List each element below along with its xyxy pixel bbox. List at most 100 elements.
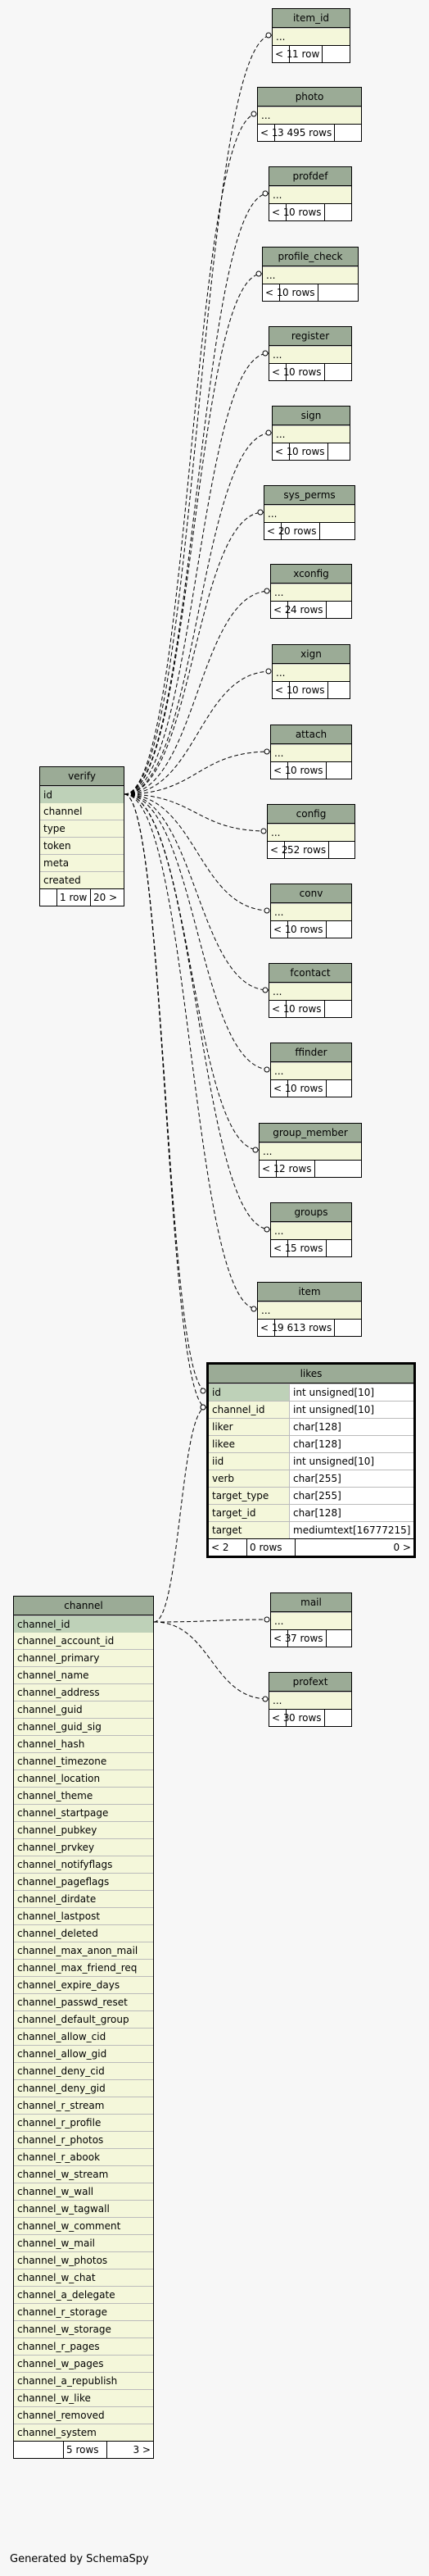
table-title: item_id: [273, 9, 350, 28]
row-count: 0 rows: [290, 443, 328, 460]
column-placeholder: ...: [269, 983, 351, 1000]
row-count: 0 rows: [247, 1539, 296, 1556]
column-placeholder: ...: [269, 186, 351, 203]
child-count: [329, 842, 354, 858]
column-channel-w-comment: channel_w_comment: [14, 2217, 153, 2234]
edge-verify-ffinder: [124, 793, 271, 1070]
edge-verify-xconfig-endpoint: [264, 588, 270, 594]
primary-key-column: channel_id: [14, 1615, 153, 1633]
column-channel-guid: channel_guid: [14, 1701, 153, 1718]
column-placeholder: ...: [273, 664, 350, 681]
column-type: mediumtext[16777215]: [289, 1521, 413, 1538]
column-placeholder: ...: [271, 1062, 351, 1079]
row-count: 5 rows: [64, 2442, 107, 2458]
edge-verify-fcontact: [124, 793, 269, 991]
column-placeholder: ...: [271, 903, 351, 920]
child-count: [320, 523, 354, 539]
row-count: 0 rows: [280, 284, 318, 301]
column-channel-timezone: channel_timezone: [14, 1752, 153, 1770]
parent-count: < 1: [258, 1320, 278, 1336]
column-channel-a-delegate: channel_a_delegate: [14, 2286, 153, 2303]
parent-count: < 2: [271, 602, 291, 618]
column-placeholder: ...: [273, 425, 350, 443]
column-type: char[255]: [289, 1487, 413, 1504]
child-count: [327, 762, 351, 779]
table-title: xign: [273, 645, 350, 664]
column-channel-w-chat: channel_w_chat: [14, 2269, 153, 2286]
row-count: 0 rows: [287, 204, 325, 220]
child-count: [325, 204, 351, 220]
child-count: [318, 284, 358, 301]
edge-verify-xign-endpoint: [265, 668, 272, 675]
edge-verify-sign-endpoint: [265, 429, 272, 436]
table-title: sys_perms: [264, 486, 354, 505]
column-type: int unsigned[10]: [289, 1401, 413, 1418]
column-channel-w-tagwall: channel_w_tagwall: [14, 2200, 153, 2217]
table-title: mail: [271, 1593, 351, 1612]
child-count: [323, 46, 350, 62]
column-channel-primary: channel_primary: [14, 1649, 153, 1666]
column-type: char[128]: [289, 1418, 413, 1435]
parent-count: < 1: [269, 364, 290, 380]
child-count: [327, 602, 351, 618]
parent-count: < 1: [269, 1001, 290, 1017]
parent-count: < 1: [258, 125, 278, 141]
edge-verify-profile-check-endpoint: [255, 270, 262, 277]
edge-channel-mail-endpoint: [264, 1616, 270, 1623]
child-count: [327, 1080, 351, 1097]
edge-verify-register: [124, 352, 269, 795]
column-channel-removed: channel_removed: [14, 2406, 153, 2424]
edge-verify-xconfig: [124, 590, 271, 795]
column-type: char[255]: [289, 1470, 413, 1487]
table-title: photo: [258, 88, 361, 107]
edge-verify-sign: [124, 432, 273, 795]
child-count: [315, 1161, 361, 1177]
parent-count: < 1: [271, 762, 291, 779]
edge-verify-config: [124, 793, 268, 832]
table-title: verify: [40, 767, 124, 786]
edge-channel-likes-endpoint: [200, 1404, 206, 1411]
edge-verify-groups-endpoint: [264, 1226, 270, 1233]
column-target-type: target_type: [209, 1487, 289, 1504]
table-title: xconfig: [271, 565, 351, 584]
child-count: [328, 682, 350, 698]
row-count: 2 rows: [277, 1161, 315, 1177]
column-channel-guid-sig: channel_guid_sig: [14, 1718, 153, 1735]
table-footer: 1 row 20 >: [40, 888, 124, 906]
edge-verify-attach: [124, 751, 271, 795]
table-footer: < 2 0 rows 0 >: [209, 1538, 413, 1556]
edge-verify-conv: [124, 793, 271, 911]
column-channel-notifyflags: channel_notifyflags: [14, 1856, 153, 1873]
column-placeholder: ...: [273, 28, 350, 45]
edge-verify-xign: [124, 670, 273, 795]
row-count: 4 rows: [288, 602, 327, 618]
row-count: 0 rows: [287, 1710, 325, 1726]
